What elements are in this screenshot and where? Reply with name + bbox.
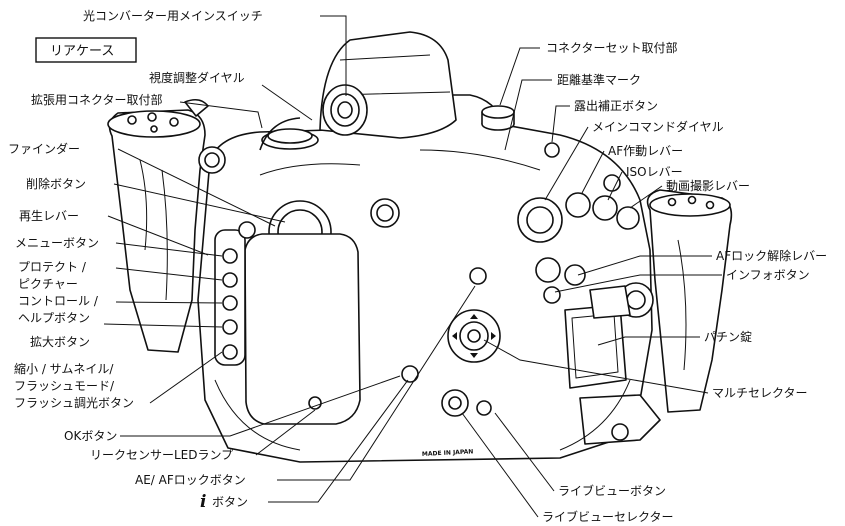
- label-zoom-out-3: フラッシュ調光ボタン: [14, 396, 134, 410]
- i-button-icon: i: [200, 492, 206, 512]
- label-connector-set: コネクターセット取付部: [546, 40, 678, 55]
- liveview-button: [476, 400, 492, 416]
- rear-window: [244, 233, 361, 425]
- label-diopter-dial: 視度調整ダイヤル: [149, 70, 245, 85]
- right-grip: [646, 189, 733, 413]
- label-protect-2: ピクチャー: [18, 277, 78, 291]
- label-latch: パチン錠: [704, 329, 752, 344]
- leader-lines: [103, 15, 722, 518]
- label-exposure-comp: 露出補正ボタン: [574, 99, 658, 113]
- label-ok-button: OKボタン: [64, 429, 117, 443]
- housing-drawing: [107, 31, 733, 463]
- label-expansion-connector: 拡張用コネクター取付部: [31, 92, 163, 107]
- label-multi-selector: マルチセレクター: [712, 386, 808, 400]
- labels: リアケース 光コンバーター用メインスイッチ 視度調整ダイヤル 拡張用コネクター取…: [8, 9, 827, 524]
- label-zoom-out-2: フラッシュモード/: [14, 379, 115, 393]
- label-zoom-out-1: 縮小 / サムネイル/: [14, 361, 114, 376]
- label-protect-4: ヘルプボタン: [18, 311, 90, 325]
- label-delete-button: 削除ボタン: [26, 176, 86, 191]
- label-menu-button: メニューボタン: [15, 236, 99, 250]
- label-info-button: インフォボタン: [726, 268, 810, 282]
- label-liveview-button: ライブビューボタン: [558, 483, 666, 498]
- label-i-button: ボタン: [212, 495, 248, 509]
- label-finder: ファインダー: [8, 141, 80, 156]
- label-leak-led: リークセンサーLEDランプ: [90, 448, 233, 462]
- label-af-lever: AF作動レバー: [608, 144, 683, 158]
- boxed-title-frame: [35, 37, 137, 63]
- label-main-command-dial: メインコマンドダイヤル: [592, 119, 724, 134]
- label-protect-3: コントロール /: [18, 294, 99, 308]
- label-af-lock-release: AFロック解除レバー: [716, 248, 827, 263]
- label-playback-lever: 再生レバー: [19, 209, 79, 223]
- boxed-title: リアケース: [50, 44, 114, 59]
- engraving: MADE IN JAPAN: [422, 448, 474, 458]
- label-movie-lever: 動画撮影レバー: [666, 179, 750, 193]
- label-converter-switch: 光コンバーター用メインスイッチ: [83, 9, 263, 23]
- label-protect-1: プロテクト /: [18, 260, 87, 274]
- label-distance-mark: 距離基準マーク: [557, 72, 641, 87]
- left-grip: [108, 109, 206, 353]
- label-ae-af-lock: AE/ AFロックボタン: [135, 473, 246, 487]
- label-iso-lever: ISOレバー: [626, 165, 683, 179]
- label-liveview-selector: ライブビューセレクター: [542, 509, 674, 524]
- label-zoom-in-button: 拡大ボタン: [30, 335, 90, 349]
